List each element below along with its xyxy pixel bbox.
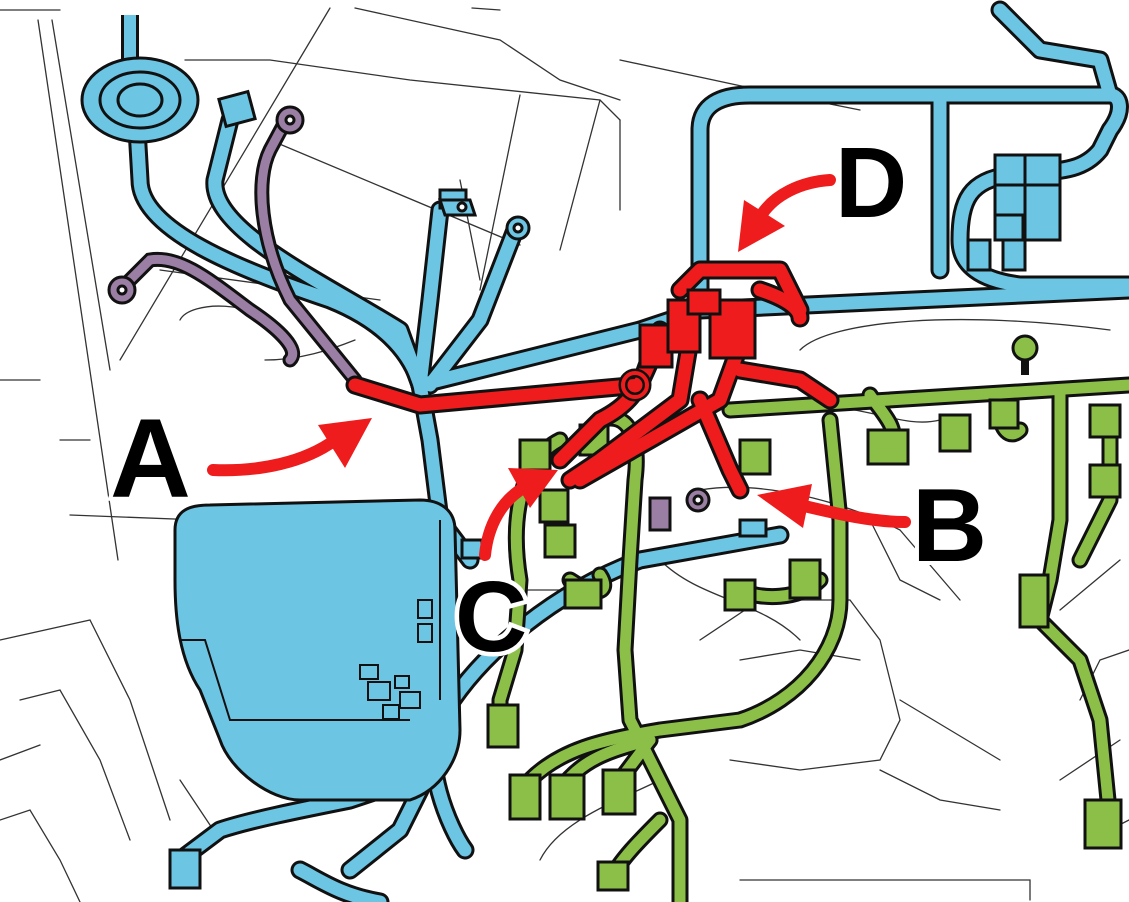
connector-block-icon <box>548 773 586 821</box>
connector-block-icon <box>217 89 257 129</box>
connector-block-icon <box>538 488 570 524</box>
connector-block-icon <box>648 496 672 532</box>
connector-block-icon <box>966 238 992 272</box>
ring-terminal-icon <box>275 105 305 135</box>
curved-arrow-icon <box>207 418 372 477</box>
callout-label-b: B <box>912 468 987 584</box>
connector-block-icon <box>518 438 552 472</box>
connector-block-icon <box>1088 463 1122 499</box>
connector-block-icon <box>1023 153 1062 189</box>
purple-leads <box>117 114 363 388</box>
connector-block-icon <box>543 523 577 559</box>
connector-block-icon <box>563 578 603 610</box>
connector-block-icon <box>1001 238 1027 272</box>
ring-terminal-icon <box>1011 334 1039 375</box>
connector-block-icon <box>738 518 768 538</box>
connector-block-icon <box>866 428 910 466</box>
connector-block-icon <box>1088 403 1122 439</box>
callout-arrows <box>207 174 911 561</box>
curved-arrow-icon <box>757 484 911 528</box>
connector-block-icon <box>988 398 1020 430</box>
connector-block-icon <box>596 860 630 892</box>
connector-block-icon <box>460 538 484 560</box>
callout-label-d: D <box>835 127 907 239</box>
curved-arrow-icon <box>738 174 836 252</box>
curved-arrow-icon <box>479 468 558 561</box>
ring-terminal-icon <box>437 198 531 241</box>
fuse-box <box>173 498 462 802</box>
connector-block-icon <box>1018 573 1050 629</box>
connector-block-icon <box>993 213 1025 242</box>
connector-block-icon <box>168 848 202 890</box>
connector-block-icon <box>686 288 722 316</box>
purple-terminals <box>107 105 711 532</box>
connector-block-icon <box>486 703 520 749</box>
connector-block-icon <box>738 438 772 476</box>
connector-block-icon <box>788 558 822 600</box>
highlighted-connectors <box>618 288 757 402</box>
blue-connectors <box>168 89 1062 890</box>
callout-label-a: A <box>110 396 191 521</box>
ring-terminal-icon <box>685 487 711 513</box>
connector-block-icon <box>601 768 637 816</box>
connector-block-icon <box>938 413 972 453</box>
callout-labels: A B C D <box>106 123 991 678</box>
ring-terminal-icon <box>618 368 652 402</box>
connector-block-icon <box>723 578 757 612</box>
connector-block-icon <box>508 773 542 821</box>
ring-terminal-icon <box>107 275 137 305</box>
connector-block-icon <box>1083 798 1123 850</box>
grommet-icon <box>80 15 200 144</box>
callout-label-c: C <box>455 561 527 673</box>
connector-block-icon <box>1023 183 1062 242</box>
